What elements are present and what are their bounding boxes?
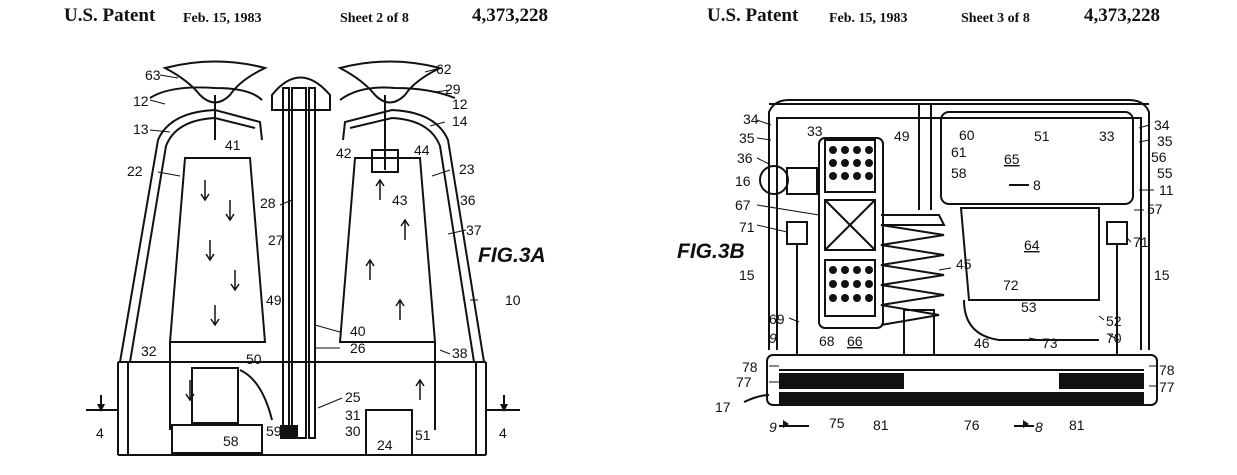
ref-24: 24 (377, 437, 393, 453)
ref-46: 46 (974, 335, 990, 351)
ref-8-bottom: 8 (1035, 419, 1043, 435)
ref-67: 67 (735, 197, 751, 213)
ref-77: 77 (736, 374, 752, 390)
ref-49: 49 (894, 128, 910, 144)
ref-38: 38 (452, 345, 468, 361)
ref-31: 31 (345, 407, 361, 423)
ref-16: 16 (735, 173, 751, 189)
ref-33b: 33 (1099, 128, 1115, 144)
ref-22: 22 (127, 163, 143, 179)
header-date: Feb. 15, 1983 (183, 11, 262, 26)
ref-29: 29 (445, 81, 461, 97)
ref-56: 56 (1151, 149, 1167, 165)
ref-71: 71 (739, 219, 755, 235)
ref-34: 34 (743, 111, 759, 127)
ref-13: 13 (133, 121, 149, 137)
ref-60: 60 (959, 127, 975, 143)
ref-78: 78 (742, 359, 758, 375)
ref-23: 23 (459, 161, 475, 177)
ref-81b: 81 (1069, 417, 1085, 433)
ref-36: 36 (737, 150, 753, 166)
header-sheet: Sheet 2 of 8 (340, 11, 409, 26)
figure-label-3a: FIG.3A (478, 244, 546, 267)
ref-40: 40 (350, 323, 366, 339)
ref-61: 61 (951, 144, 967, 160)
ref-30: 30 (345, 423, 361, 439)
ref-75: 75 (829, 415, 845, 431)
figure-label-3b: FIG.3B (677, 240, 745, 263)
header-date: Feb. 15, 1983 (829, 11, 908, 26)
ref-53: 53 (1021, 299, 1037, 315)
ref-35b: 35 (1157, 133, 1173, 149)
ref-52: 52 (1106, 313, 1122, 329)
ref-70: 70 (1106, 330, 1122, 346)
ref-64: 64 (1024, 237, 1040, 253)
ref-57: 57 (1147, 201, 1163, 217)
ref-37: 37 (466, 222, 482, 238)
ref-8-top: 8 (1033, 177, 1041, 193)
ref-12b: 12 (452, 96, 468, 112)
ref-17: 17 (715, 399, 731, 415)
ref-42: 42 (336, 145, 352, 161)
ref-33: 33 (807, 123, 823, 139)
patent-sheet-3: U.S. Patent Feb. 15, 1983 Sheet 3 of 8 4… (619, 0, 1237, 475)
ref-66: 66 (847, 333, 863, 349)
ref-78b: 78 (1159, 362, 1175, 378)
ref-4-left: 4 (96, 425, 104, 441)
ref-49: 49 (266, 292, 282, 308)
ref-76: 76 (964, 417, 980, 433)
ref-58: 58 (223, 433, 239, 449)
ref-14: 14 (452, 113, 468, 129)
header-title: U.S. Patent (64, 5, 156, 26)
ref-69: 69 (769, 311, 785, 327)
ref-77b: 77 (1159, 379, 1175, 395)
ref-9-bottom: 9 (769, 419, 777, 435)
header-patent-number: 4,373,228 (472, 5, 548, 26)
ref-65: 65 (1004, 151, 1020, 167)
ref-9-top: 9 (769, 330, 777, 346)
ref-10: 10 (505, 292, 521, 308)
ref-15: 15 (739, 267, 755, 283)
ref-25: 25 (345, 389, 361, 405)
ref-35: 35 (739, 130, 755, 146)
ref-43: 43 (392, 192, 408, 208)
ref-44: 44 (414, 142, 430, 158)
ref-72: 72 (1003, 277, 1019, 293)
ref-26: 26 (350, 340, 366, 356)
drawing-fig-3a: 63 62 12 29 12 13 14 41 42 44 22 23 43 2… (86, 60, 546, 456)
ref-32: 32 (141, 343, 157, 359)
header-patent-number: 4,373,228 (1084, 5, 1160, 26)
ref-41: 41 (225, 137, 241, 153)
ref-45: 45 (956, 256, 972, 272)
ref-68: 68 (819, 333, 835, 349)
drawing-fig-3b: 34 35 36 33 49 60 51 33 34 35 56 61 65 5… (677, 99, 1175, 435)
ref-62: 62 (436, 61, 452, 77)
ref-15b: 15 (1154, 267, 1170, 283)
ref-12: 12 (133, 93, 149, 109)
ref-36: 36 (460, 192, 476, 208)
ref-50: 50 (246, 351, 262, 367)
header-title: U.S. Patent (707, 5, 799, 26)
ref-63: 63 (145, 67, 161, 83)
header-sheet: Sheet 3 of 8 (961, 11, 1030, 26)
ref-55: 55 (1157, 165, 1173, 181)
ref-51: 51 (415, 427, 431, 443)
ref-51: 51 (1034, 128, 1050, 144)
ref-59: 59 (266, 423, 282, 439)
ref-34b: 34 (1154, 117, 1170, 133)
ref-73: 73 (1042, 335, 1058, 351)
ref-81: 81 (873, 417, 889, 433)
ref-11: 11 (1159, 182, 1174, 198)
ref-4-right: 4 (499, 425, 507, 441)
ref-71b: 71 (1133, 234, 1149, 250)
ref-58: 58 (951, 165, 967, 181)
patent-sheet-2: U.S. Patent Feb. 15, 1983 Sheet 2 of 8 4… (0, 0, 618, 475)
ref-28: 28 (260, 195, 276, 211)
ref-27: 27 (268, 232, 284, 248)
